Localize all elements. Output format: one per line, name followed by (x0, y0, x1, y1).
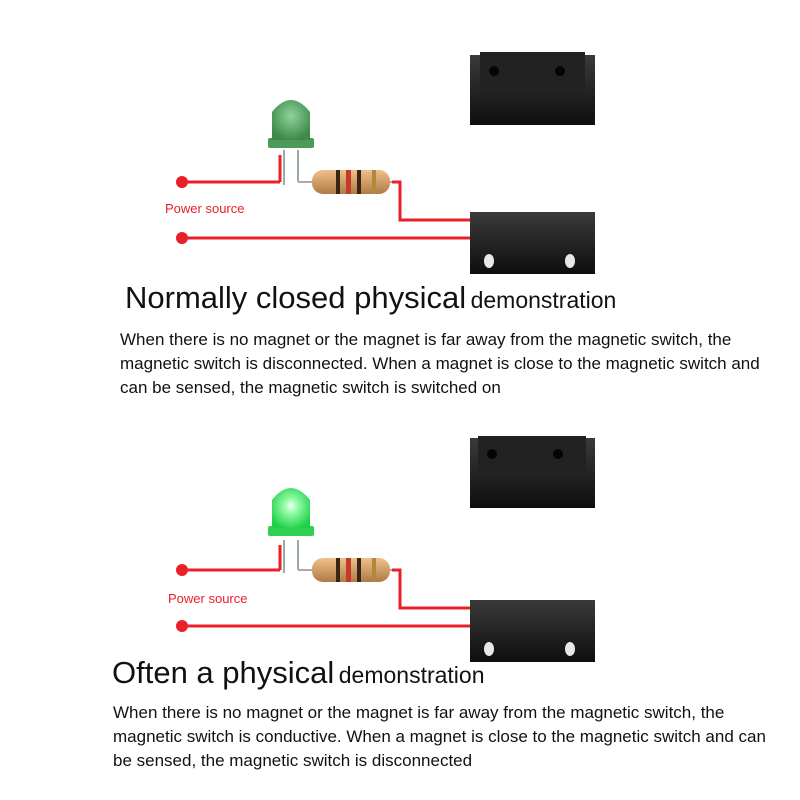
normally-open-panel: Power source Often a physical demonstrat… (0, 400, 800, 800)
power-source-label: Power source (168, 591, 248, 606)
normally-closed-panel: Power source Normally closed physical de… (120, 52, 760, 397)
title-sub: demonstration (470, 287, 617, 313)
panel-description: When there is no magnet or the magnet is… (113, 703, 766, 770)
magnet (470, 436, 595, 508)
normally-open-circuit (176, 436, 595, 662)
normally-closed-circuit (176, 52, 595, 274)
power-terminal-positive (176, 176, 188, 188)
resistor (298, 558, 392, 582)
circuit-wires (182, 545, 470, 628)
led-off (268, 100, 314, 185)
title-sub: demonstration (338, 662, 485, 688)
title-main: Normally closed physical (125, 280, 467, 315)
panel-title: Often a physical demonstration (112, 655, 485, 691)
circuit-wires (182, 155, 470, 240)
panel-description: When there is no magnet or the magnet is… (120, 330, 760, 397)
panel-title: Normally closed physical demonstration (125, 280, 616, 316)
reed-switch (470, 212, 595, 274)
magnet (470, 52, 595, 125)
led-on (268, 488, 314, 573)
reed-switch (470, 600, 595, 662)
power-terminal-negative (176, 620, 188, 632)
resistor (298, 170, 392, 194)
power-terminal-positive (176, 564, 188, 576)
power-terminal-negative (176, 232, 188, 244)
title-main: Often a physical (112, 655, 335, 690)
power-source-label: Power source (165, 201, 245, 216)
